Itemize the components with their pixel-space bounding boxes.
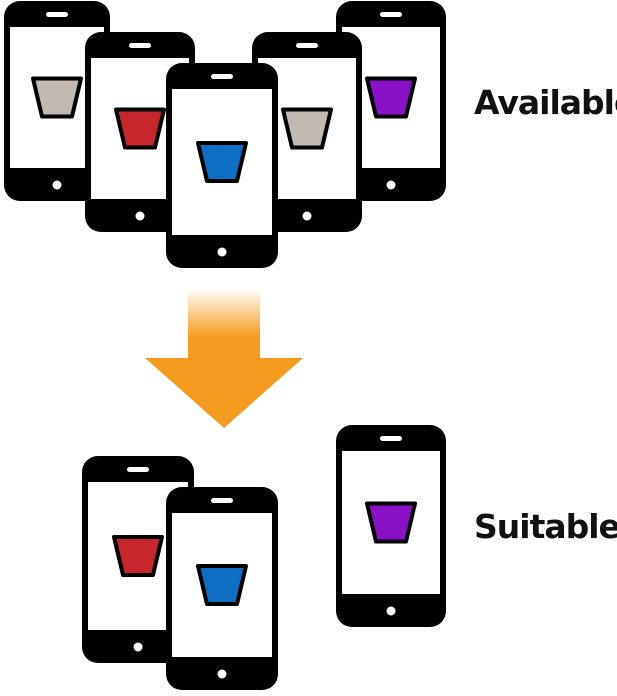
down-arrow-icon xyxy=(145,288,303,428)
available-phones xyxy=(4,1,446,268)
purple-cup-icon xyxy=(365,76,417,119)
phone-speaker xyxy=(46,12,68,17)
available-phone-2 xyxy=(252,32,362,232)
purple-cup-icon xyxy=(365,501,417,544)
phone-speaker xyxy=(129,43,151,48)
suitable-phones xyxy=(82,425,446,690)
suitable-label: Suitable xyxy=(474,507,617,546)
home-button-icon xyxy=(135,211,145,221)
home-button-icon xyxy=(217,247,227,257)
phone-speaker xyxy=(380,436,402,441)
home-button-icon xyxy=(386,606,396,616)
phone-speaker xyxy=(127,467,149,472)
suitable-phone-1 xyxy=(166,487,278,690)
home-button-icon xyxy=(386,180,396,190)
red-cup-icon xyxy=(114,107,166,150)
suitable-phone-2 xyxy=(336,425,446,627)
blue-cup-icon xyxy=(196,564,248,606)
home-button-icon xyxy=(217,669,227,679)
phone-speaker xyxy=(296,43,318,48)
home-button-icon xyxy=(133,642,143,652)
home-button-icon xyxy=(302,211,312,221)
blue-cup-icon xyxy=(196,141,248,183)
available-label: Available xyxy=(474,83,617,122)
phone-speaker xyxy=(380,12,402,17)
arrow-shape xyxy=(145,288,303,428)
phone-speaker xyxy=(211,498,233,503)
phone-speaker xyxy=(211,74,233,79)
gray-cup-icon xyxy=(31,76,83,119)
available-phone-4 xyxy=(166,63,278,268)
red-cup-icon xyxy=(112,535,164,577)
home-button-icon xyxy=(52,180,62,190)
gray-cup-icon xyxy=(281,107,333,150)
